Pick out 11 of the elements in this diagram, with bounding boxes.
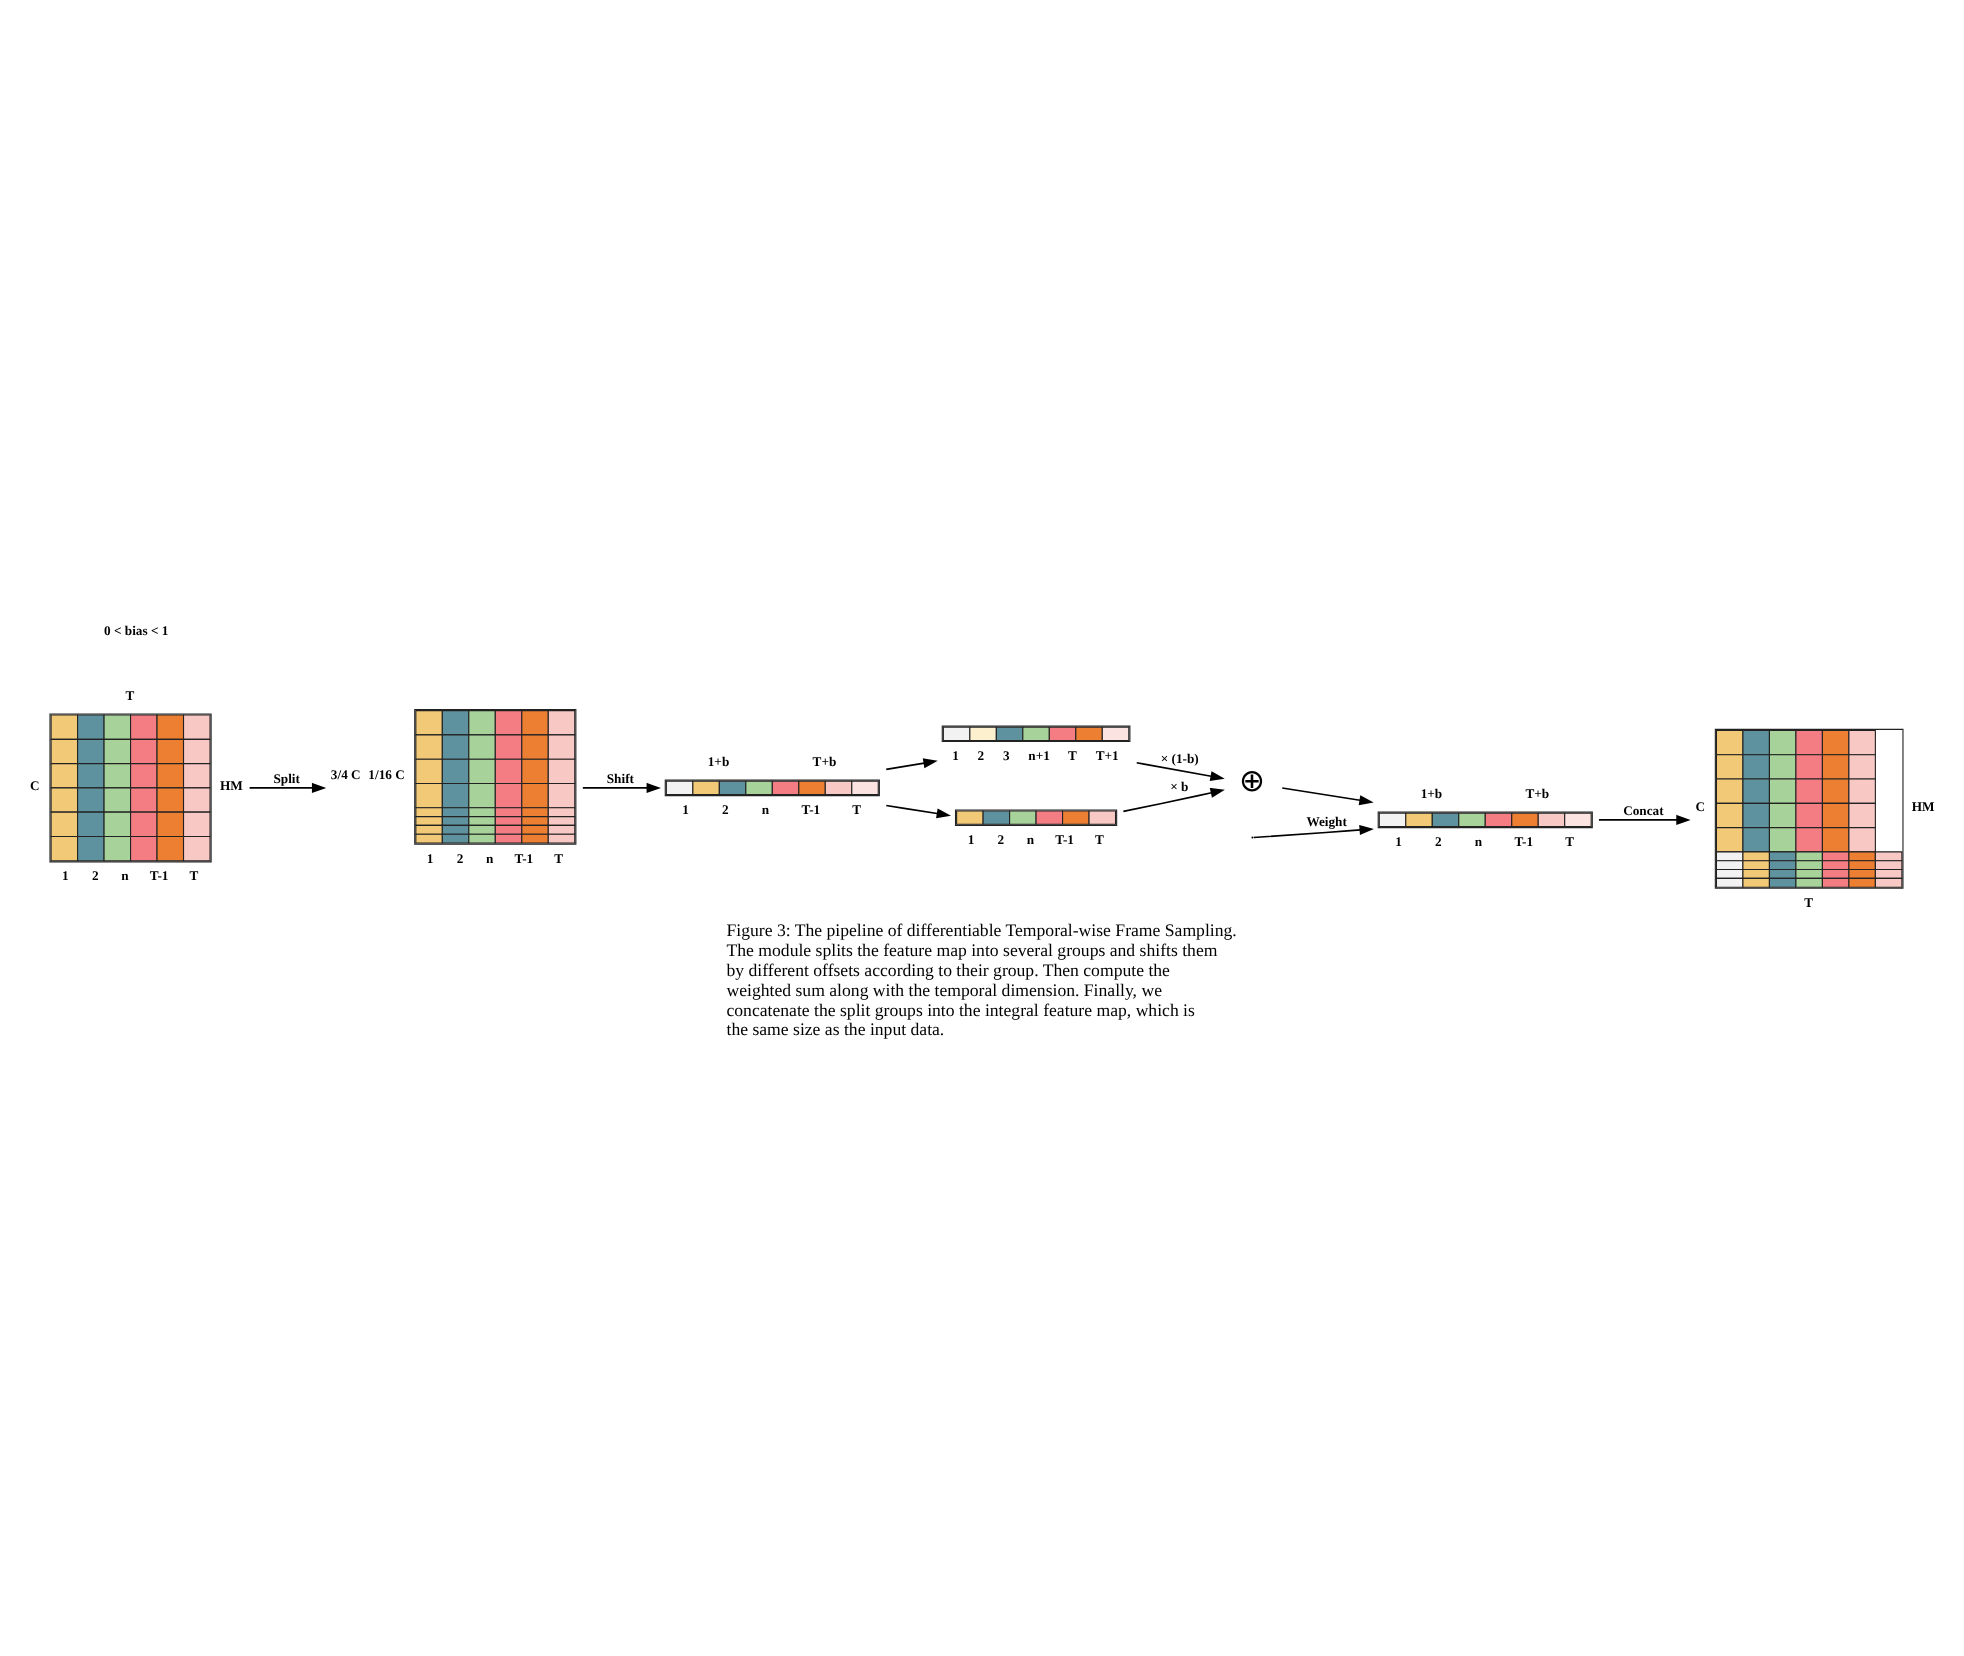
arrow <box>582 781 661 792</box>
arrow <box>885 803 952 818</box>
arrow <box>885 757 938 770</box>
caption: Figure 3: The pipeline of differentiable Temporal-wise Frame Sampling. The module splits the feature map into several groups and shifts them by different offsets according to their group. Then compute the weighted sum along with the temporal dimension. Finally, we concatenate the split groups into the integral feature map, which is the same size as the input data. <box>726 919 1237 1039</box>
node-text: ⊕ <box>1239 764 1266 799</box>
arrow <box>1135 760 1225 781</box>
arrow <box>1122 786 1225 812</box>
arrow <box>1252 823 1374 838</box>
arrow <box>248 781 327 792</box>
arrow <box>1281 786 1374 805</box>
arrow <box>1598 813 1691 824</box>
